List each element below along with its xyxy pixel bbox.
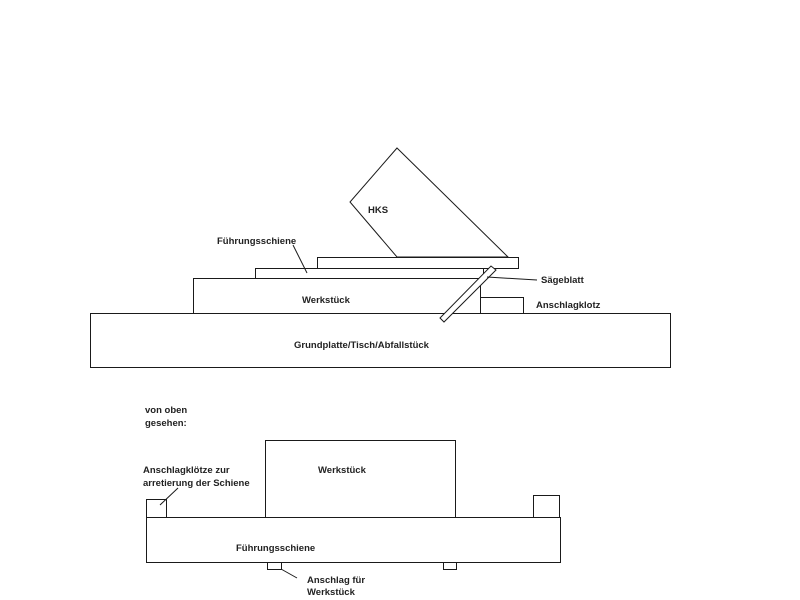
stop-blocks-label-1: Anschlagklötze zur	[143, 465, 230, 476]
saw-blade-leader	[486, 276, 538, 281]
workpiece-top	[265, 440, 456, 518]
workpiece-side	[193, 278, 481, 314]
workpiece-stop-leader	[280, 568, 298, 579]
stop-block-right	[533, 495, 560, 518]
top-view-title-2: gesehen:	[145, 418, 187, 429]
workpiece-stop-1	[267, 562, 282, 570]
stop-block-side	[480, 297, 524, 314]
workpiece-stop-label-1: Anschlag für	[307, 575, 365, 586]
saw-blade	[439, 265, 497, 323]
workpiece-label: Werkstück	[302, 295, 351, 306]
side-view: HKS Führungsschiene Sägeblatt Werkstück …	[90, 147, 671, 368]
guide-rail-top-label: Führungsschiene	[236, 543, 315, 554]
stop-block-label: Anschlagklotz	[536, 300, 601, 311]
guide-rail-side	[255, 268, 484, 279]
saw-blade-label: Sägeblatt	[541, 275, 585, 286]
guide-rail-leader	[292, 244, 308, 274]
top-view-title-1: von oben	[145, 405, 187, 416]
stop-blocks-label-2: arretierung der Schiene	[143, 478, 250, 489]
base-plate-label: Grundplatte/Tisch/Abfallstück	[294, 340, 430, 351]
stop-blocks-leader	[159, 487, 179, 506]
guide-rail-top	[146, 517, 561, 563]
base-plate	[90, 313, 671, 368]
circular-saw-body	[349, 147, 510, 258]
workpiece-stop-label-2: Werkstück	[307, 587, 356, 598]
top-view: von oben gesehen: Anschlagklötze zur arr…	[143, 405, 561, 598]
hks-label: HKS	[368, 205, 388, 216]
saw-base-plate	[317, 257, 519, 269]
workpiece-top-label: Werkstück	[318, 465, 367, 476]
workpiece-stop-2	[443, 562, 457, 570]
guide-rail-label: Führungsschiene	[217, 236, 296, 247]
